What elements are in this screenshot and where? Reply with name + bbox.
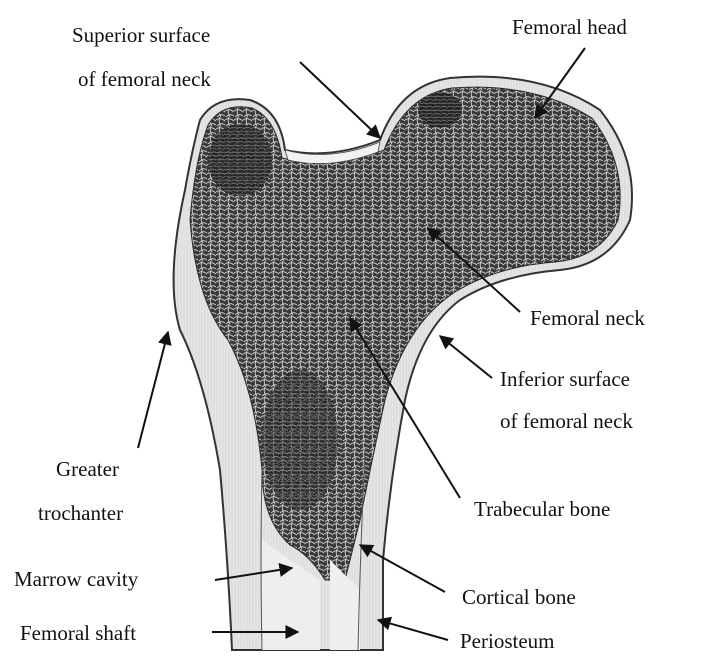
arrow-greater-trochanter <box>138 332 168 448</box>
femur-bone <box>174 77 632 650</box>
label-inferior-surface-2: of femoral neck <box>500 409 633 433</box>
label-periosteum: Periosteum <box>460 629 555 653</box>
label-cortical-bone: Cortical bone <box>462 585 576 609</box>
arrow-periosteum <box>378 620 448 640</box>
label-greater-trochanter-1: Greater <box>56 457 119 481</box>
arrow-superior-surface <box>300 62 380 138</box>
label-inferior-surface-1: Inferior surface <box>500 367 630 391</box>
label-femoral-head: Femoral head <box>512 15 627 39</box>
label-marrow-cavity: Marrow cavity <box>14 567 139 591</box>
dense-area-lower <box>262 370 338 510</box>
label-superior-surface-2: of femoral neck <box>78 67 211 91</box>
label-superior-surface-1: Superior surface <box>72 23 210 47</box>
label-femoral-shaft: Femoral shaft <box>20 621 136 645</box>
label-greater-trochanter-2: trochanter <box>38 501 123 525</box>
label-femoral-neck: Femoral neck <box>530 306 645 330</box>
dense-area-head <box>418 92 462 128</box>
dense-area-trochanter <box>208 124 272 196</box>
arrow-inferior-surface <box>440 336 492 378</box>
label-trabecular-bone: Trabecular bone <box>474 497 610 521</box>
